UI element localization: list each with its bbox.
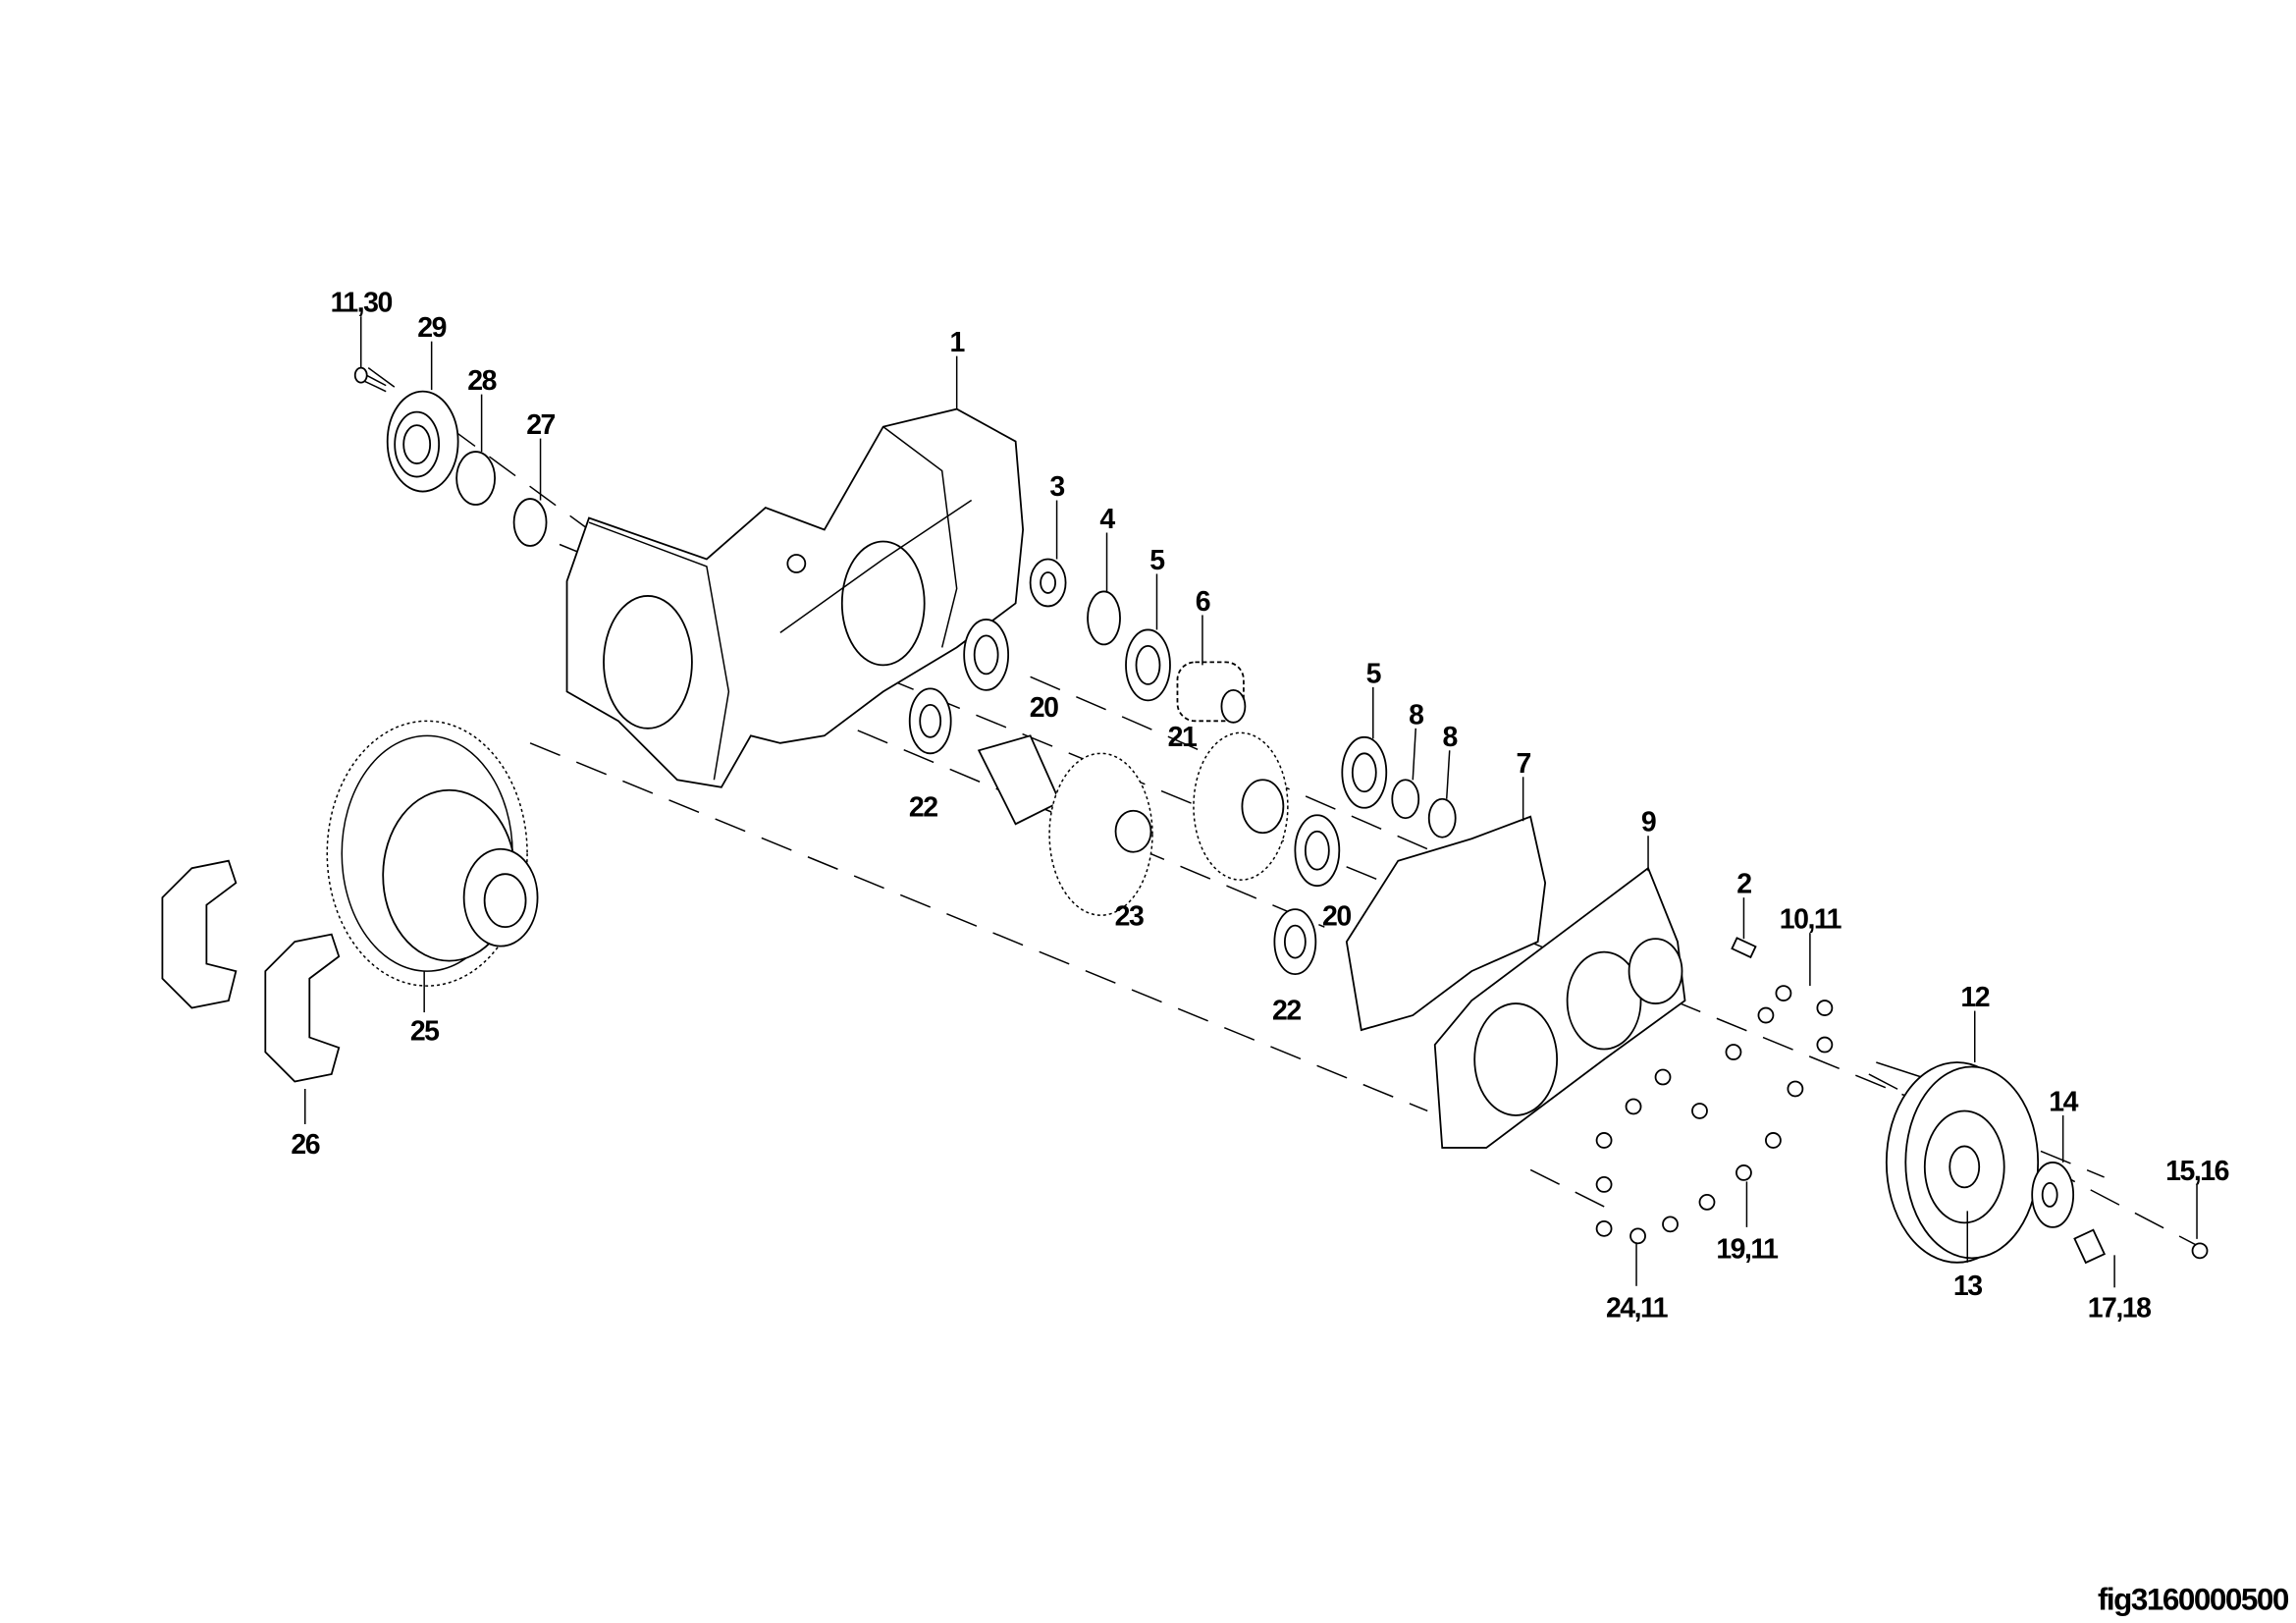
callout-14: 14 bbox=[2049, 1086, 2078, 1117]
gasket-part-7 bbox=[1345, 815, 1547, 1032]
washer-part-3 bbox=[1029, 558, 1067, 608]
bearing-part-20a bbox=[963, 619, 1010, 691]
bearing-part-5a bbox=[1125, 628, 1171, 702]
snap-ring-part-4 bbox=[1087, 590, 1121, 646]
callout-8a: 8 bbox=[1409, 699, 1423, 730]
pinion-shaft-part-6 bbox=[1176, 661, 1247, 724]
callout-1: 1 bbox=[950, 327, 966, 358]
callout-11-30: 11,30 bbox=[331, 288, 393, 319]
cover-part-9 bbox=[1433, 866, 1686, 1149]
bearing-part-22a bbox=[908, 687, 952, 755]
callout-4: 4 bbox=[1099, 504, 1115, 535]
bearing-part-5b bbox=[1341, 735, 1388, 809]
callout-9: 9 bbox=[1641, 807, 1656, 839]
dowel-pin-part-2 bbox=[1731, 937, 1757, 959]
o-ring-part-28 bbox=[455, 451, 497, 506]
callout-13: 13 bbox=[1953, 1271, 1982, 1302]
callout-22a: 22 bbox=[909, 792, 937, 824]
callout-10-11: 10,11 bbox=[1780, 904, 1842, 936]
callout-12: 12 bbox=[1960, 982, 1989, 1013]
callout-5b: 5 bbox=[1366, 658, 1382, 689]
bearing-cap-part-26b bbox=[264, 933, 341, 1083]
leader-lines bbox=[304, 316, 2198, 1288]
bearing-part-22b bbox=[1273, 908, 1317, 975]
figure-id: fig3160000500 bbox=[2098, 1583, 2289, 1617]
o-ring-part-27 bbox=[512, 498, 548, 547]
cover-bolts bbox=[1595, 985, 1834, 1245]
callout-24-11: 24,11 bbox=[1606, 1292, 1669, 1324]
callout-17-18: 17,18 bbox=[2088, 1292, 2151, 1324]
callout-19-11: 19,11 bbox=[1716, 1233, 1779, 1265]
callout-6: 6 bbox=[1196, 586, 1210, 618]
callout-15-16: 15,16 bbox=[2165, 1156, 2228, 1187]
ring-gear-part-25 bbox=[326, 720, 539, 987]
callout-23: 23 bbox=[1115, 901, 1144, 933]
callout-28: 28 bbox=[467, 365, 496, 397]
washer-part-14 bbox=[2031, 1162, 2075, 1228]
callout-2: 2 bbox=[1736, 869, 1751, 900]
callout-26: 26 bbox=[291, 1129, 319, 1161]
callout-20a: 20 bbox=[1030, 692, 1058, 724]
callout-29: 29 bbox=[417, 312, 446, 344]
gear-shaft-part-23 bbox=[977, 734, 1153, 916]
callout-7: 7 bbox=[1516, 748, 1530, 780]
bearing-cap-part-26a bbox=[161, 859, 238, 1009]
callout-20b: 20 bbox=[1322, 901, 1351, 933]
callout-3: 3 bbox=[1049, 471, 1064, 503]
nut-part-17-18 bbox=[2073, 1228, 2107, 1265]
callout-8b: 8 bbox=[1443, 722, 1458, 753]
pulley-part-12 bbox=[1876, 1061, 2040, 1264]
housing-part-1 bbox=[565, 407, 1025, 788]
washer-part-8b bbox=[1427, 797, 1457, 839]
seal-cover-part-29 bbox=[386, 390, 459, 493]
callout-5a: 5 bbox=[1149, 545, 1165, 576]
callout-22b: 22 bbox=[1272, 996, 1301, 1027]
bolt-part-15-16 bbox=[2191, 1242, 2209, 1260]
callout-labels: 11,30 29 28 27 1 3 4 5 6 5 8 8 7 20 21 2… bbox=[291, 288, 2230, 1325]
gear-part-21 bbox=[1193, 731, 1289, 881]
callout-27: 27 bbox=[526, 409, 555, 441]
washer-part-8a bbox=[1391, 779, 1420, 820]
bearing-part-20b bbox=[1294, 814, 1341, 888]
callout-21: 21 bbox=[1168, 722, 1198, 753]
bolt-part-11-30 bbox=[353, 366, 387, 393]
callout-25: 25 bbox=[410, 1016, 440, 1048]
